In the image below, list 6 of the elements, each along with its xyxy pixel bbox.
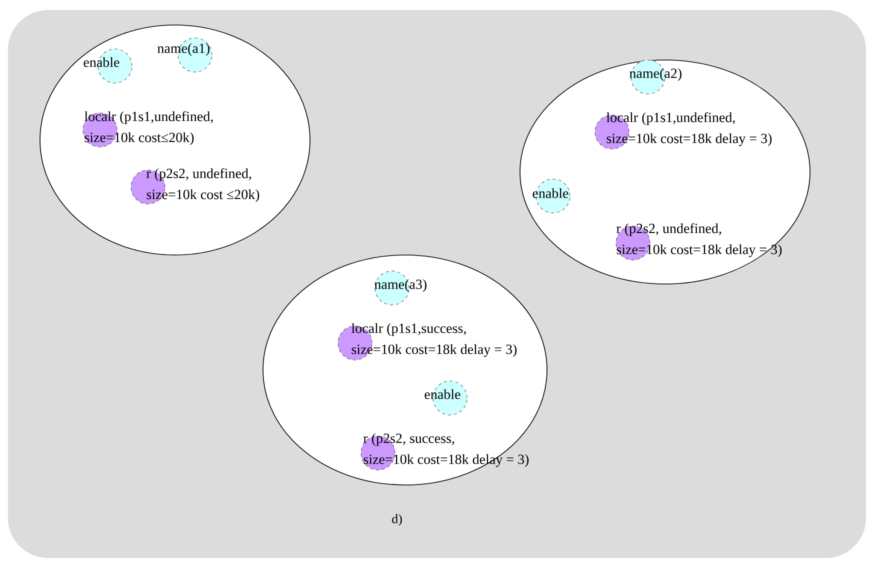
- panel-label: d): [392, 514, 402, 526]
- group-circle: [40, 24, 310, 256]
- node-label: localr (p1s1,success, size=10k cost=18k delay = 3): [351, 323, 517, 357]
- group-circle: [262, 254, 548, 486]
- group-circle: [520, 60, 810, 284]
- node-label: r (p2s2, undefined, size=10k cost ≤20k): [146, 168, 260, 202]
